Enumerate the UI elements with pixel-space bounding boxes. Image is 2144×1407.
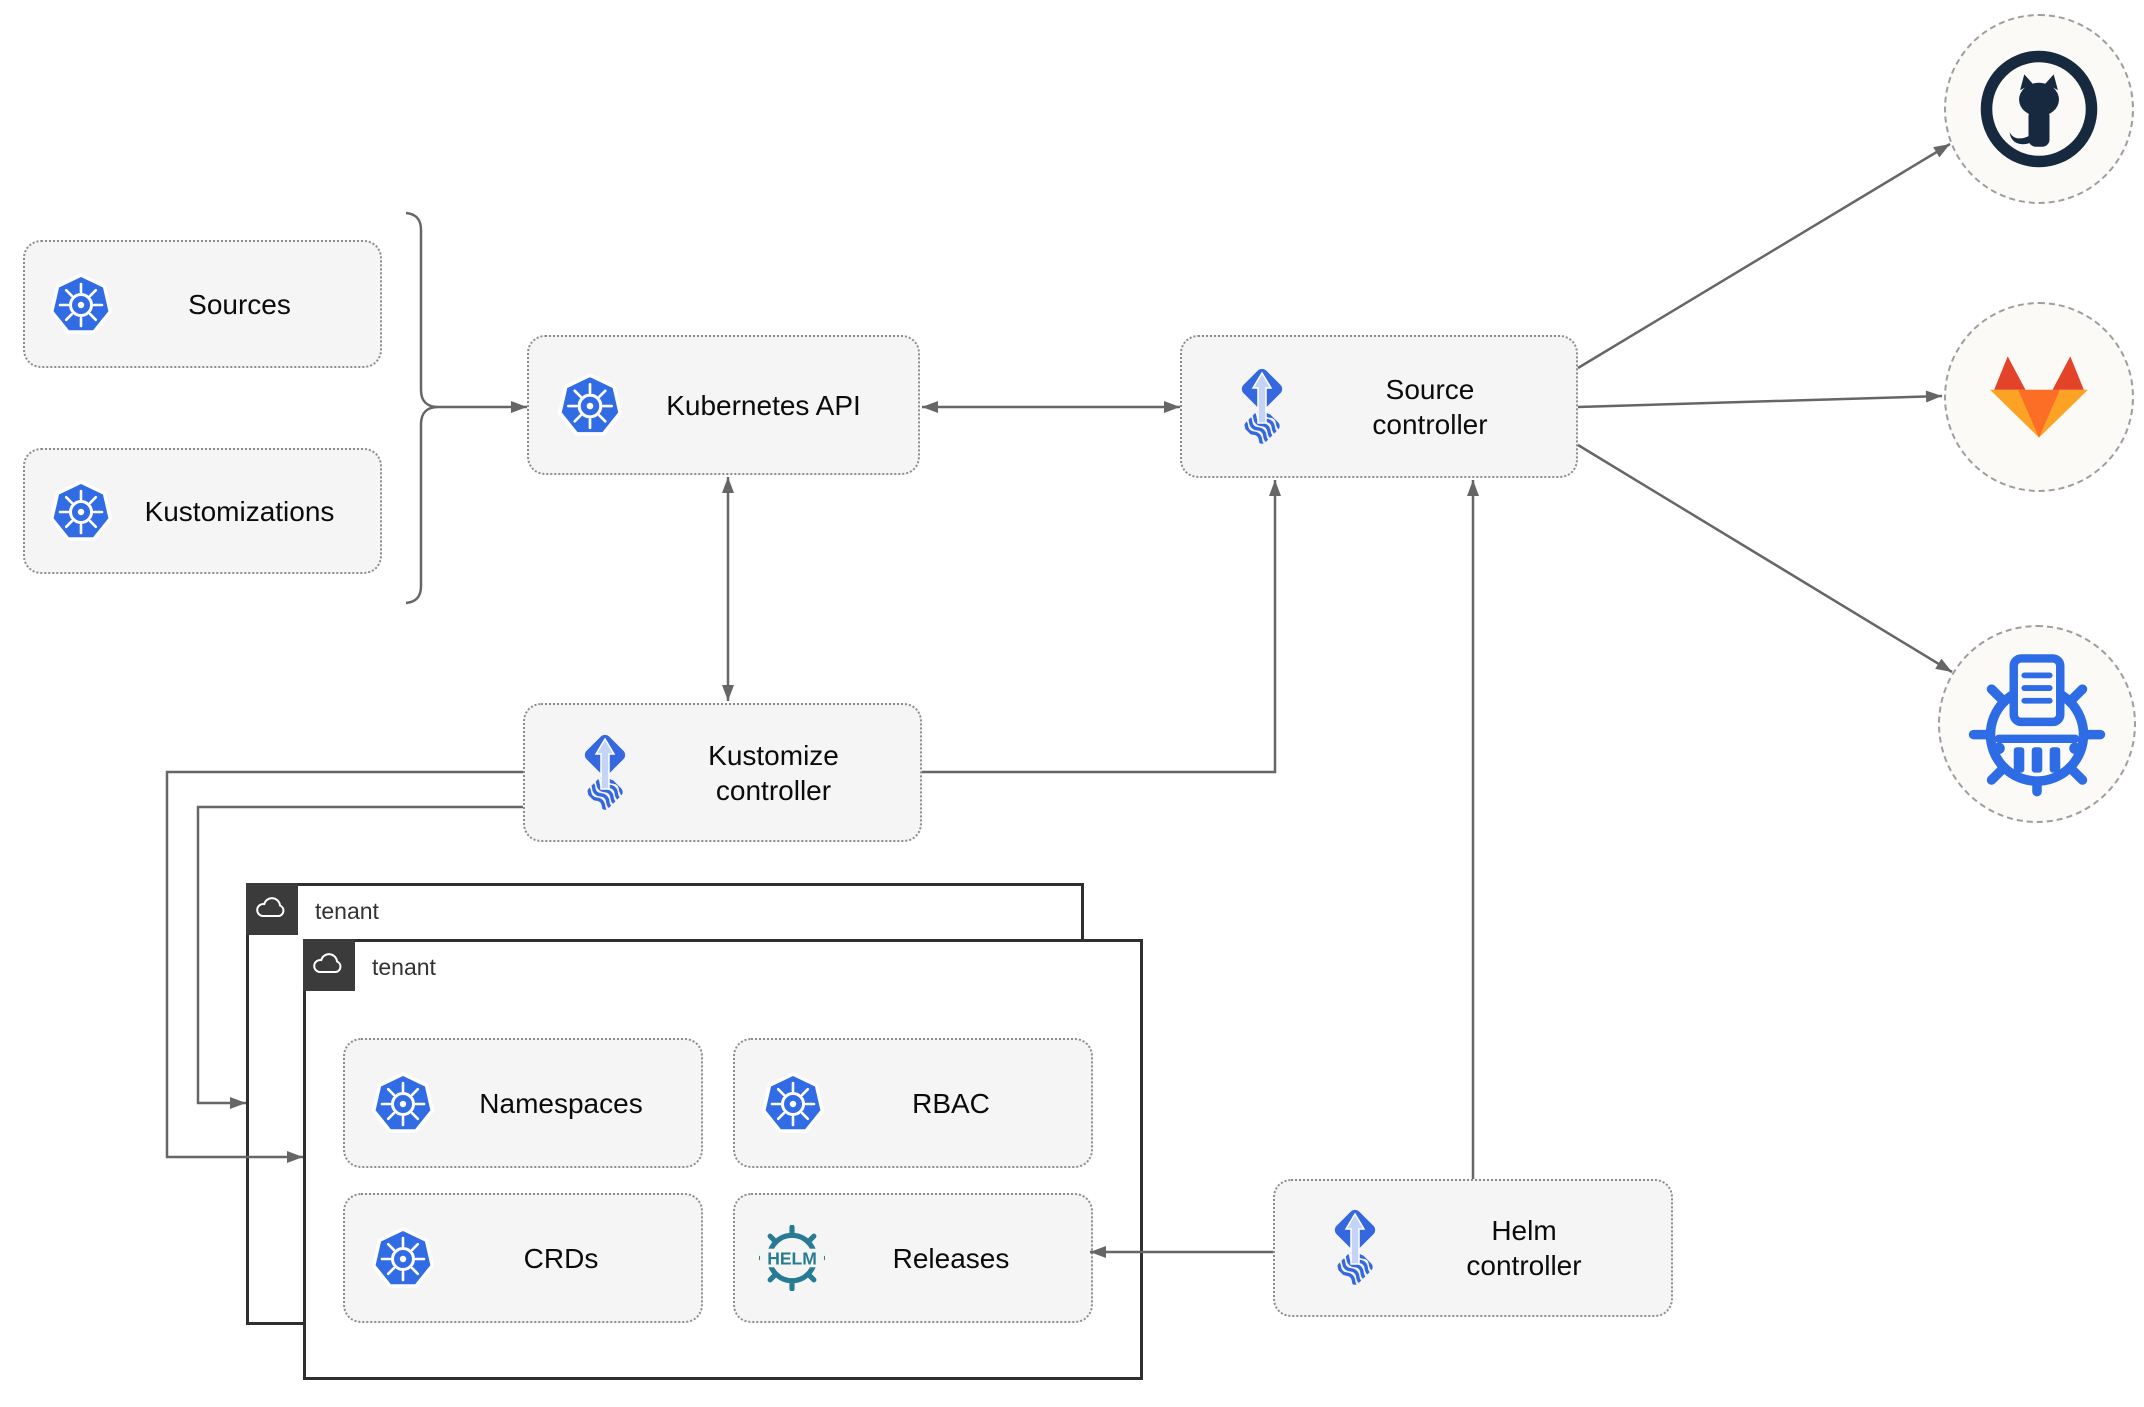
endpoint-chartmuseum bbox=[1938, 625, 2136, 823]
node-label: Kubernetes API bbox=[666, 389, 861, 421]
node-crds: CRDs bbox=[343, 1193, 703, 1323]
chartmuseum-logo-icon bbox=[1968, 654, 2106, 797]
flux-icon bbox=[569, 729, 641, 817]
node-source-controller: Source controller bbox=[1180, 335, 1578, 478]
endpoint-github bbox=[1944, 14, 2134, 204]
edge-source-github bbox=[1577, 142, 1951, 370]
kubernetes-icon bbox=[371, 1072, 435, 1133]
node-label: RBAC bbox=[912, 1087, 990, 1119]
flux-icon bbox=[1319, 1204, 1391, 1292]
node-namespaces: Namespaces bbox=[343, 1038, 703, 1168]
cloud-icon bbox=[313, 953, 342, 973]
kubernetes-icon bbox=[49, 273, 113, 334]
node-label: Kustomize controller bbox=[708, 739, 839, 806]
tenant-label: tenant bbox=[372, 954, 436, 980]
node-label: Sources bbox=[188, 288, 291, 320]
node-label: Namespaces bbox=[479, 1087, 643, 1119]
node-kustomize-controller: Kustomize controller bbox=[523, 703, 922, 842]
node-rbac: RBAC bbox=[733, 1038, 1093, 1168]
node-helm-controller: Helm controller bbox=[1273, 1179, 1673, 1317]
tenant-header bbox=[246, 883, 298, 935]
node-label: CRDs bbox=[523, 1242, 599, 1274]
kubernetes-icon bbox=[49, 480, 113, 541]
node-label: Helm controller bbox=[1466, 1215, 1582, 1281]
brace bbox=[405, 211, 439, 605]
tenant-header bbox=[303, 939, 355, 991]
kubernetes-icon bbox=[761, 1072, 825, 1133]
edge-source-gitlab bbox=[1577, 390, 1943, 409]
cloud-icon bbox=[256, 897, 285, 917]
gitlab-logo-icon bbox=[1990, 356, 2088, 438]
node-label: Kustomizations bbox=[144, 495, 335, 527]
tenant-label: tenant bbox=[315, 898, 379, 924]
tenant-group-front: tenant Namespaces RBAC CRDs bbox=[303, 939, 1143, 1380]
node-sources: Sources bbox=[23, 240, 382, 368]
kubernetes-icon bbox=[557, 373, 623, 436]
kubernetes-icon bbox=[371, 1227, 435, 1288]
endpoint-gitlab bbox=[1944, 302, 2134, 492]
node-kubernetes-api: Kubernetes API bbox=[527, 335, 920, 475]
node-label: Source controller bbox=[1372, 373, 1488, 440]
edge-source-chartmuseum bbox=[1577, 443, 1953, 674]
github-logo-icon bbox=[1980, 50, 2098, 168]
flux-icon bbox=[1226, 363, 1298, 451]
node-releases: HELM Releases bbox=[733, 1193, 1093, 1323]
edge-kustomize-source bbox=[922, 480, 1281, 774]
helm-wheel-icon: HELM bbox=[759, 1225, 825, 1291]
svg-text:HELM: HELM bbox=[767, 1249, 817, 1269]
node-kustomizations: Kustomizations bbox=[23, 448, 382, 574]
node-label: Releases bbox=[892, 1242, 1010, 1274]
